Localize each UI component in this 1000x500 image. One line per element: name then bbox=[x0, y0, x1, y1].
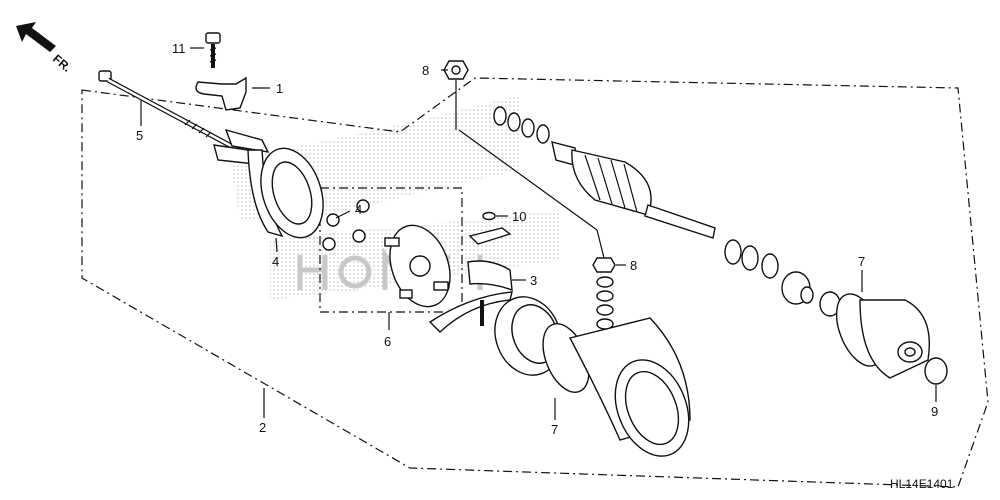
assembly-outline bbox=[81, 77, 989, 488]
arrow-up-left-icon bbox=[16, 22, 56, 52]
front-direction-indicator: FR. bbox=[16, 22, 74, 75]
part-overrunning-clutch[interactable] bbox=[781, 271, 814, 305]
part-washer-stack-mid[interactable] bbox=[596, 276, 614, 330]
part-bracket[interactable] bbox=[195, 76, 247, 111]
callout-5: 5 bbox=[136, 128, 143, 143]
callout-2: 2 bbox=[259, 420, 266, 435]
part-nut-mid[interactable] bbox=[592, 257, 616, 273]
callout-6: 6 bbox=[384, 334, 391, 349]
callout-labels: 11 1 5 4 4 6 2 8 8 10 3 7 7 9 bbox=[136, 41, 938, 437]
callout-7-right: 7 bbox=[858, 254, 865, 269]
part-bolt[interactable] bbox=[205, 32, 221, 68]
callout-11: 11 bbox=[172, 41, 186, 56]
part-snap-ring[interactable] bbox=[924, 357, 948, 385]
part-terminal-set[interactable] bbox=[428, 260, 513, 333]
leader-lines bbox=[140, 47, 937, 420]
callout-8-top: 8 bbox=[422, 63, 429, 78]
part-brush-springs[interactable] bbox=[322, 199, 370, 251]
part-washer-stack-top[interactable] bbox=[493, 106, 550, 144]
callout-7-center: 7 bbox=[551, 422, 558, 437]
part-front-bracket[interactable] bbox=[859, 299, 930, 379]
front-label: FR. bbox=[50, 52, 74, 75]
part-washer-small[interactable] bbox=[482, 211, 496, 221]
callout-4-left: 4 bbox=[272, 254, 279, 269]
callout-4-center: 4 bbox=[355, 202, 362, 217]
part-brush-holder[interactable] bbox=[379, 217, 460, 315]
callout-1: 1 bbox=[276, 81, 283, 96]
part-front-cover[interactable] bbox=[213, 128, 334, 246]
callout-8-mid: 8 bbox=[630, 258, 637, 273]
callout-10: 10 bbox=[512, 209, 526, 224]
part-armature[interactable] bbox=[551, 141, 716, 239]
part-insulator[interactable] bbox=[468, 227, 512, 245]
diagram-code: HL14E1401 bbox=[890, 477, 954, 491]
part-yoke[interactable] bbox=[568, 317, 702, 467]
callout-3: 3 bbox=[530, 273, 537, 288]
callout-9: 9 bbox=[931, 404, 938, 419]
part-through-bolt[interactable] bbox=[98, 70, 250, 158]
part-shaft-washers[interactable] bbox=[724, 239, 779, 279]
